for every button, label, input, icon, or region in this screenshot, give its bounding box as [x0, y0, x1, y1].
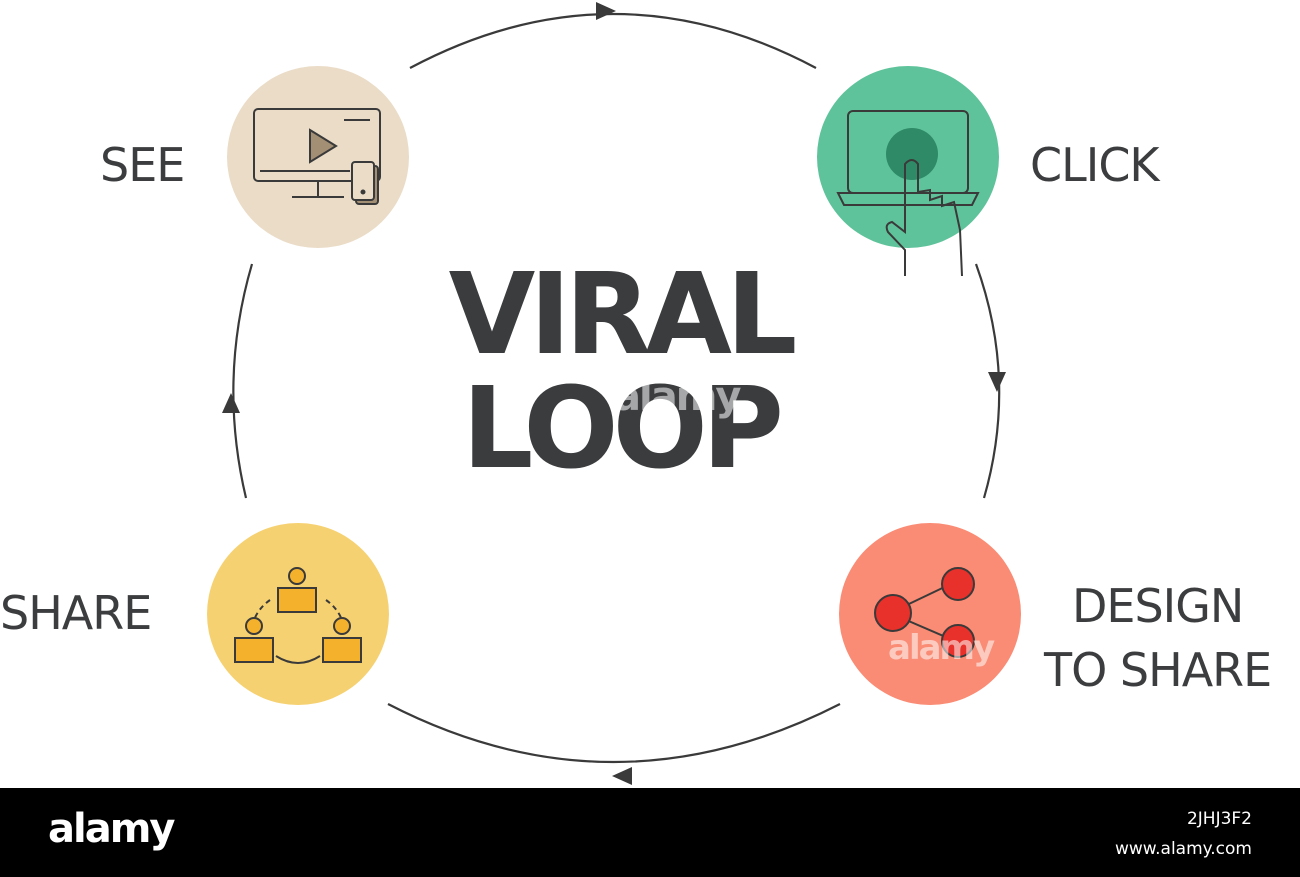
title-line-1: VIRAL — [448, 250, 798, 380]
arc-left — [232, 263, 254, 499]
title-line-2: LOOP — [462, 364, 784, 494]
footer-meta: 2JHJ3F2 www.alamy.com — [1115, 804, 1252, 864]
loop-arrows — [232, 12, 1001, 763]
arc-bottom — [387, 703, 841, 763]
watermark-icon: alamy — [888, 628, 995, 668]
arc-top — [409, 12, 817, 69]
laptop-tap-hand-icon — [836, 110, 980, 277]
share-circle — [207, 523, 389, 705]
footer-image-id: 2JHJ3F2 — [1186, 809, 1252, 829]
label-see: SEE — [100, 138, 185, 192]
arrowhead-bottom — [612, 767, 632, 785]
video-monitor-phone-icon — [253, 108, 381, 205]
design-node — [839, 523, 1021, 705]
arrowhead-top — [596, 2, 616, 20]
see-node — [227, 66, 409, 248]
viral-loop-diagram — [207, 2, 1021, 785]
label-design-line2: TO SHARE — [1044, 643, 1272, 697]
design-circle — [839, 523, 1021, 705]
share-node — [207, 523, 389, 705]
arrowhead-left — [222, 393, 240, 413]
share-nodes-icon — [874, 567, 975, 658]
label-design-to-share: DESIGN TO SHARE — [1044, 574, 1272, 702]
footer-site: www.alamy.com — [1114, 839, 1252, 859]
label-click: CLICK — [1030, 138, 1160, 192]
arrowhead-right — [988, 372, 1006, 392]
label-design-line1: DESIGN — [1071, 579, 1244, 633]
people-network-icon — [234, 567, 362, 664]
label-share: SHARE — [0, 586, 152, 640]
click-node — [817, 66, 999, 277]
footer-brand: alamy — [48, 806, 175, 852]
watermark-center: alamy — [614, 374, 741, 420]
footer-bar: alamy 2JHJ3F2 www.alamy.com — [0, 788, 1300, 877]
